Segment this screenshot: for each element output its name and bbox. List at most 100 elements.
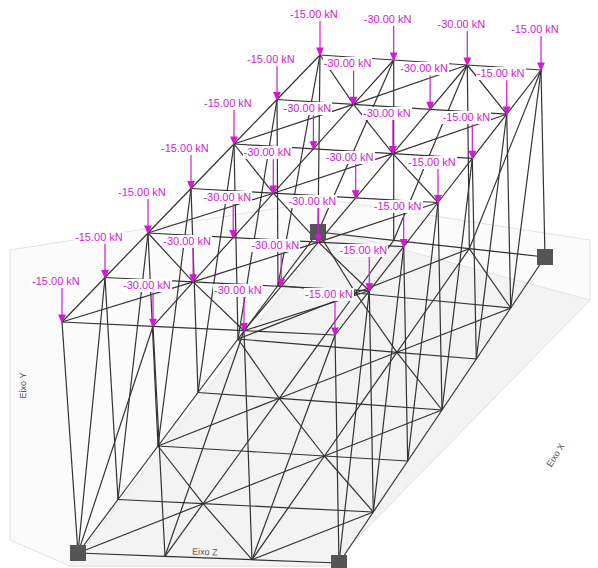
diagonal-member [356, 293, 397, 352]
load-arrow-shaft [276, 66, 277, 95]
diagonal-member [252, 512, 373, 560]
load-arrow-head [274, 93, 280, 100]
load-label: -30.00 kN [288, 195, 338, 208]
transverse-member [394, 240, 470, 248]
load-label: -15.00 kN [289, 8, 339, 21]
load-arrow-shaft [403, 213, 404, 242]
load-arrow-shaft [540, 36, 541, 65]
chord-member [288, 456, 324, 508]
load-label: -15.00 kN [203, 97, 253, 110]
vertical-member [438, 203, 442, 411]
diagonal-member [469, 70, 541, 249]
load-label: -30.00 kN [437, 18, 487, 31]
load-arrow-head [150, 319, 156, 326]
axis-plane [10, 200, 590, 566]
load-arrow-shaft [233, 110, 234, 139]
diagonal-member [408, 203, 438, 462]
load-arrow-shaft [318, 208, 319, 237]
load-arrow-head [366, 284, 372, 291]
load-arrow-head [278, 279, 284, 286]
load-arrow-shaft [273, 159, 274, 188]
load-arrow-shaft [437, 169, 438, 198]
vertical-member [472, 158, 476, 359]
load-label: -30.00 kN [362, 107, 412, 120]
load-arrow-head [310, 142, 316, 149]
vertical-member [191, 189, 198, 393]
vertical-member [541, 70, 545, 257]
vertical-member [148, 233, 158, 446]
load-arrow-head [351, 97, 357, 104]
load-arrow-shaft [467, 31, 468, 60]
axis-floor [70, 230, 590, 566]
vertical-member [467, 65, 469, 249]
diagonal-member [324, 410, 442, 456]
diagonal-member [203, 456, 324, 504]
load-arrow-head [390, 147, 396, 154]
axis-box [10, 200, 590, 566]
load-arrow-shaft [152, 292, 153, 321]
diagonal-member [318, 232, 356, 293]
load-arrow-shaft [233, 204, 234, 233]
load-label: -15.00 kN [373, 200, 423, 213]
load-label: -15.00 kN [246, 53, 296, 66]
load-arrow-shaft [393, 26, 394, 55]
load-label: -30.00 kN [363, 13, 413, 26]
load-label: -15.00 kN [339, 244, 389, 257]
load-arrow-head [401, 240, 407, 247]
transverse-member [288, 508, 373, 512]
diagonal-member [511, 70, 541, 308]
transverse-member [433, 301, 511, 309]
vertical-member [62, 322, 78, 553]
load-label: -15.00 kN [304, 288, 354, 301]
load-arrow-head [270, 186, 276, 193]
load-arrow-head [427, 102, 433, 109]
load-arrow-head [391, 53, 397, 60]
load-arrow-head [241, 324, 247, 331]
diagonal-member [118, 233, 148, 500]
diagonal-member [394, 65, 468, 240]
load-arrow-shaft [190, 155, 191, 184]
transverse-member [361, 404, 442, 410]
diagonal-member [324, 456, 373, 512]
load-label: -15.00 kN [74, 231, 124, 244]
vertical-member [277, 100, 278, 286]
diagonal-member [165, 331, 244, 557]
load-arrow-head [145, 226, 151, 233]
transverse-member [158, 446, 241, 451]
load-arrow-head [469, 151, 475, 158]
axis-label: Eixo Y [19, 372, 30, 398]
diagonal-member [238, 100, 277, 340]
load-label: -15.00 kN [510, 23, 560, 36]
load-arrow-shaft [61, 288, 62, 317]
load-arrow-head [353, 191, 359, 198]
load-arrow-shaft [319, 21, 320, 50]
transverse-member [118, 500, 203, 504]
load-label: -30.00 kN [323, 57, 373, 70]
vertical-member [369, 291, 373, 512]
load-label: -30.00 kN [325, 151, 375, 164]
load-arrow-shaft [313, 115, 314, 144]
load-label: -15.00 kN [476, 67, 526, 80]
load-arrow-shaft [334, 301, 335, 330]
load-arrow-head [317, 48, 323, 55]
load-arrow-shaft [353, 70, 354, 99]
diagonal-member [279, 352, 397, 398]
vertical-member [153, 326, 165, 556]
diagonal-member [78, 504, 203, 553]
load-arrow-shaft [243, 297, 244, 326]
vertical-member [244, 331, 252, 560]
load-label: -30.00 kN [213, 284, 263, 297]
vertical-member [507, 114, 511, 308]
transverse-member [198, 393, 279, 399]
load-arrow-shaft [147, 199, 148, 228]
chord-member [252, 508, 288, 560]
load-arrow-head [315, 235, 321, 242]
load-arrow-shaft [193, 248, 194, 277]
load-arrow-head [231, 137, 237, 144]
transverse-member [469, 249, 545, 257]
load-label: -30.00 kN [283, 102, 333, 115]
load-arrow-head [504, 107, 510, 114]
truss-members [62, 55, 545, 563]
support-block [537, 249, 553, 265]
